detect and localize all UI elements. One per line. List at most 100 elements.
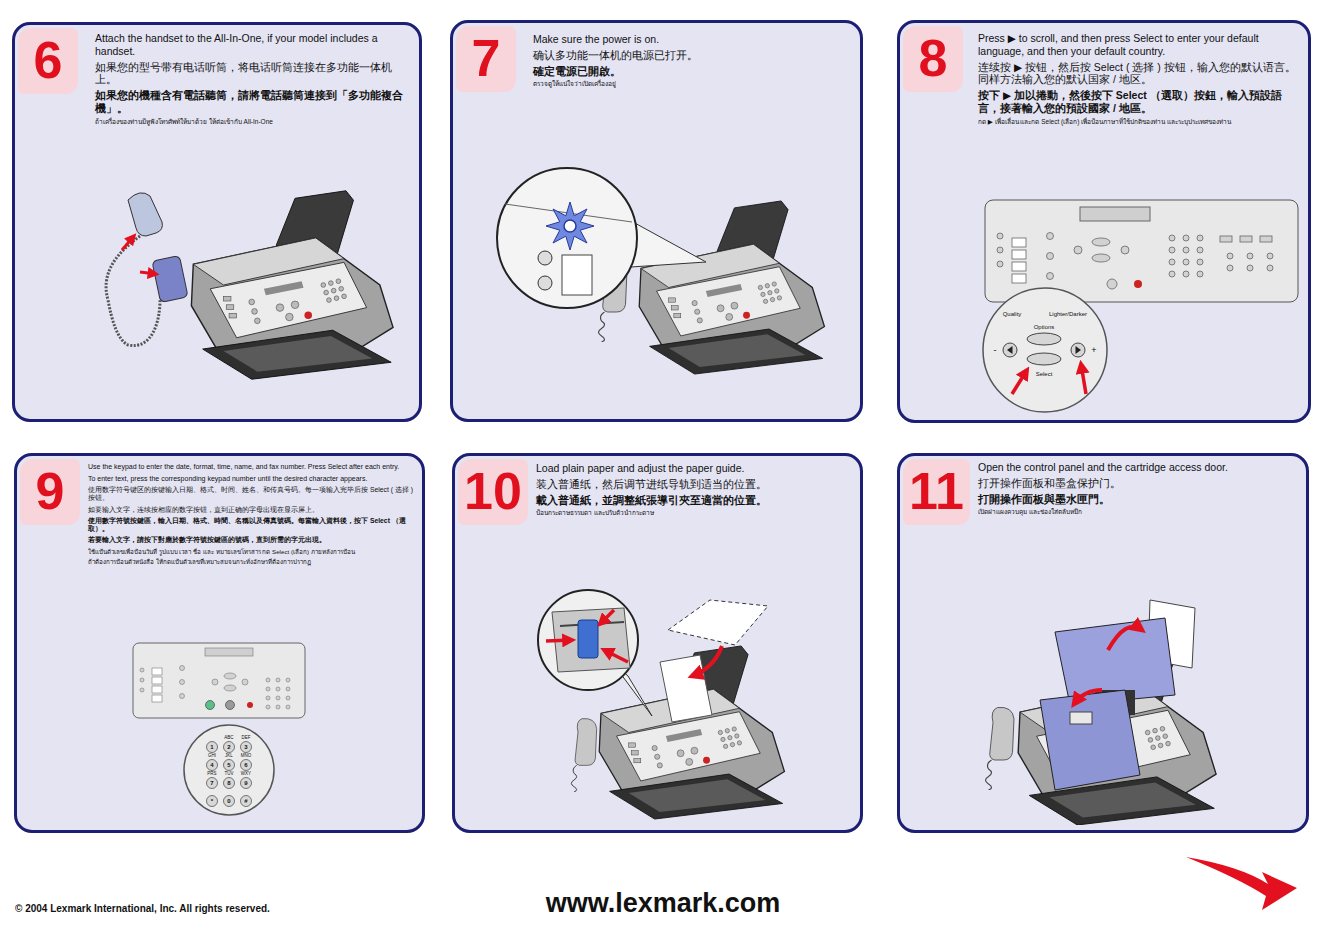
step9-illustration [266,696,270,700]
next-page-arrow [1186,857,1297,910]
step6-illustration [128,193,162,236]
panel-ground [14,453,425,833]
step8-illustration [1012,250,1026,259]
key-digit: # [244,798,247,804]
step8-illustration [1240,236,1252,242]
step9-illustration [226,701,235,710]
instruction-line: 打开操作面板和墨盒保护门。 [978,477,1300,490]
step-number-box: 11 [903,459,970,525]
step-number-box: 6 [18,28,78,94]
panel-ground [897,20,1311,423]
step8-illustration [1169,259,1175,265]
key-digit: 9 [244,780,247,786]
button-label: Select [1036,371,1053,377]
step8-illustration [1081,364,1086,394]
instruction-line: 使用數字符號按鍵區，輸入日期、格式、時間、名稱以及傳真號碼。每當輸入資料後，按下… [88,517,418,534]
step6-illustration [191,191,393,379]
step9-illustration [266,705,270,709]
step8-illustration [1107,279,1117,289]
step7-illustration [639,201,824,374]
instruction-line: Load plain paper and adjust the paper gu… [536,462,856,475]
step9-illustration [152,677,162,684]
step10-illustration [600,610,614,624]
instruction-line: Press ▶ to scroll, and then press Select… [978,32,1303,58]
step7-illustration [546,202,594,250]
instruction-line: 如果您的機種含有電話聽筒，請將電話聽筒連接到「多功能複合機」。 [95,89,407,115]
step9-illustration [207,796,218,807]
step8-illustration [997,247,1003,253]
key-letters: ABC [224,736,233,741]
step9-illustration [180,680,185,685]
instruction-line: ถ้าเครื่องของท่านมีหูฟังโทรศัพท์ให้มาด้ว… [95,118,407,126]
step8-illustration [997,233,1003,239]
step11-illustration [1108,627,1142,650]
key-letters: MNO [241,754,252,759]
step8-illustration [985,200,1298,302]
step6-illustration [140,272,156,274]
step8-illustration [1247,265,1253,271]
step8-illustration [1092,238,1110,246]
instruction-line: 如果您的型号带有电话听筒，将电话听筒连接在多功能一体机上。 [95,61,407,87]
step8-illustration [1012,274,1026,283]
step9-illustration [206,701,215,710]
step8-illustration [1080,207,1150,221]
step9-illustration [133,643,305,718]
step9-illustration [286,678,290,682]
step8-illustration [1197,271,1203,277]
step10-illustration [660,655,712,722]
step10-illustration [546,640,572,641]
step7-illustration [497,168,637,308]
step9-illustration [207,760,218,771]
step9-illustration [207,742,218,753]
instruction-line: Use the keypad to enter the date, format… [88,463,418,472]
key-digit: 3 [244,744,247,750]
step-panel: 10Load plain paper and adjust the paper … [452,453,863,833]
step8-illustration [1012,238,1026,283]
key-digit: 1 [210,744,213,750]
step10-illustration [692,646,722,676]
web-address: www.lexmark.com [546,890,781,917]
step9-illustration [207,778,218,789]
step8-illustration [983,200,1298,412]
key-digit: 0 [227,798,230,804]
step11-illustration [1040,690,1140,790]
instruction-text: Load plain paper and adjust the paper gu… [536,462,856,520]
instruction-line: กด ▶ เพื่อเลื่อน และกด Select (เลือก) เพ… [978,118,1303,126]
step8-illustration [1121,246,1129,254]
step7-illustration [538,276,552,290]
step-number: 6 [24,34,72,86]
step9-illustration [140,688,144,692]
step10-illustration [571,719,596,792]
instruction-line: ตรวจดูให้แน่ใจว่าเปิดเครื่องอยู่ [533,80,833,88]
step9-illustration [224,796,235,807]
step9-illustration [184,725,274,815]
key-letters: WXY [241,772,251,777]
step8-illustration [1012,262,1026,271]
step9-illustration [224,778,235,789]
step8-illustration [1047,233,1054,240]
step8-illustration [1183,247,1189,253]
step-number: 8 [909,32,957,84]
step9-illustration [180,694,185,699]
instruction-text: Press ▶ to scroll, and then press Select… [978,32,1303,129]
step9-illustration [276,696,280,700]
step8-illustration [1169,247,1175,253]
key-letters: TUV [225,772,234,777]
instruction-line: 確定電源已開啟。 [533,65,833,78]
instruction-line: ถ้าต้องการป้อนตัวหนังสือ ให้กดแป้นตัวเลข… [88,558,418,566]
instruction-line: 按下 ▶ 加以捲動，然後按下 Select （選取）按鈕，輸入預設語言，接著輸入… [978,89,1303,115]
step8-illustration [1183,235,1189,241]
instruction-line: 使用数字符号键区的按键输入日期、格式、时间、姓名、和传真号码。每一项输入完毕后按… [88,486,418,503]
step8-illustration [1220,236,1232,242]
step8-illustration [1007,346,1013,354]
step8-illustration [1197,247,1203,253]
instruction-line: 打開操作面板與墨水匣門。 [978,493,1300,506]
instruction-text: Attach the handset to the All-In-One, if… [95,32,407,129]
step-number: 7 [462,32,510,84]
step9-illustration [276,705,280,709]
instruction-line: ใช้แป้นตัวเลขเพื่อป้อนวันที่ รูปแบบ เวลา… [88,548,418,556]
step6-illustration [122,236,134,250]
step11-illustration [986,707,1015,790]
step9-illustration [224,760,235,771]
